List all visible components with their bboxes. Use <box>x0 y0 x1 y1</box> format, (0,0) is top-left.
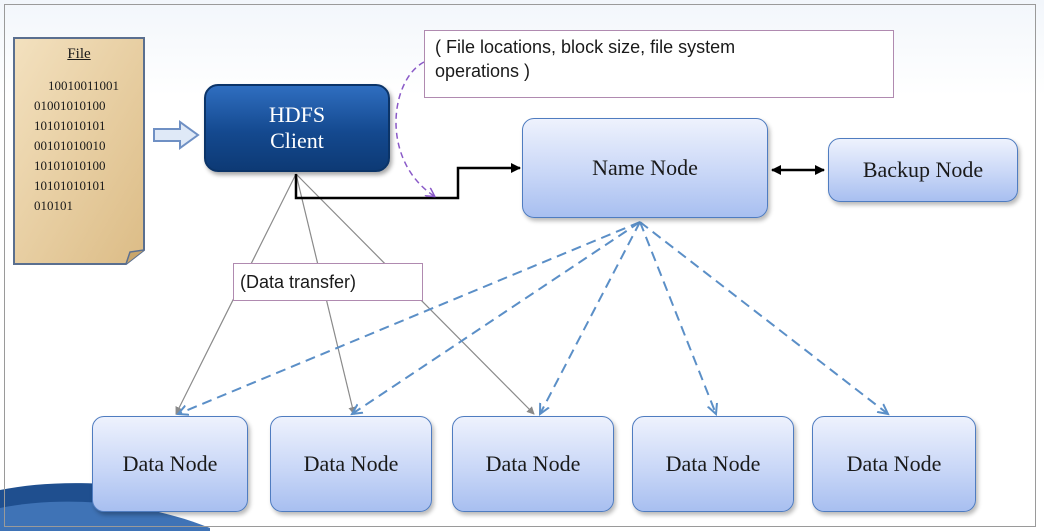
file-document: File 10010011001 01001010100 10101010101… <box>12 36 146 266</box>
backup-node-label: Backup Node <box>862 157 984 182</box>
data-node: Data Node <box>452 416 614 512</box>
data-node: Data Node <box>632 416 794 512</box>
metadata-annotation: ( File locations, block size, file syste… <box>424 30 894 98</box>
namenode-datanode-link <box>178 221 641 414</box>
data-node-label: Data Node <box>665 451 761 476</box>
file-binary-line: 01001010100 <box>34 98 106 113</box>
file-binary-line: 00101010010 <box>34 138 106 153</box>
name-node-label: Name Node <box>592 155 698 180</box>
data-node: Data Node <box>92 416 248 512</box>
data-node: Data Node <box>812 416 976 512</box>
file-binary-line: 10101010101 <box>34 118 106 133</box>
backup-node: Backup Node <box>828 138 1018 202</box>
metadata-callout-line <box>395 61 434 196</box>
data-node-label: Data Node <box>303 451 399 476</box>
data-node-label: Data Node <box>485 451 581 476</box>
data-node-label: Data Node <box>122 451 218 476</box>
metadata-annotation-line2: operations ) <box>435 61 531 81</box>
data-transfer-label: (Data transfer) <box>240 272 357 292</box>
metadata-annotation-line1: ( File locations, block size, file syste… <box>435 37 736 57</box>
namenode-datanode-link <box>639 221 716 414</box>
file-binary-line: 010101 <box>34 198 73 213</box>
file-document-shape <box>13 37 145 265</box>
data-transfer-annotation: (Data transfer) <box>233 263 423 301</box>
file-binary-line: 10101010100 <box>34 158 106 173</box>
namenode-datanode-link <box>352 221 641 414</box>
data-node: Data Node <box>270 416 432 512</box>
hdfs-client-node: HDFS Client <box>204 84 390 172</box>
file-title: File <box>67 46 91 62</box>
file-to-client-arrow <box>153 120 200 150</box>
namenode-datanode-link <box>639 221 888 414</box>
hdfs-client-label-line1: HDFS <box>268 102 326 127</box>
hdfs-client-label-line2: Client <box>270 128 324 153</box>
file-binary-line: 10010011001 <box>48 78 120 93</box>
client-to-namenode-connector <box>294 163 521 200</box>
name-node: Name Node <box>522 118 768 218</box>
data-node-label: Data Node <box>846 451 942 476</box>
namenode-datanode-link <box>540 221 641 414</box>
file-binary-line: 10101010101 <box>34 178 106 193</box>
